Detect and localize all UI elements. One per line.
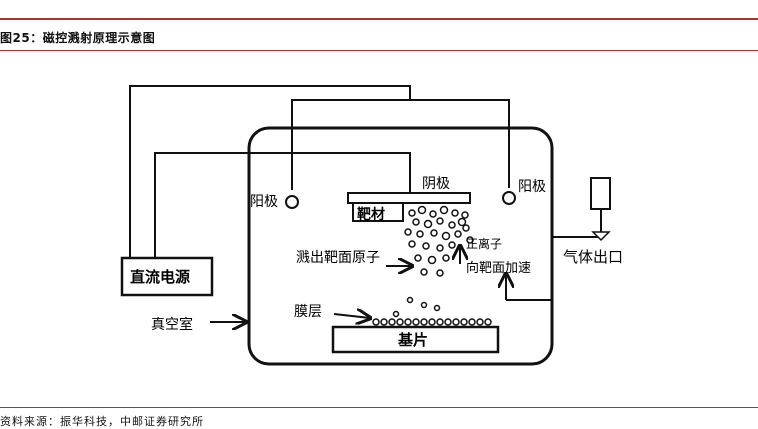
source-note: 资料来源：振华科技，中邮证券研究所 [0, 415, 204, 428]
label-sputtered: 溅出靶面原子 [296, 250, 380, 266]
label-target: 靶材 [357, 206, 385, 223]
top-rule [0, 18, 758, 20]
anode-right-electrode [502, 191, 516, 205]
wire-cathode [154, 152, 411, 258]
wire-anode-right [129, 85, 510, 258]
label-vacuum: 真空室 [151, 316, 193, 333]
label-anode-left: 阳极 [250, 194, 278, 210]
label-gas-outlet: 气体出口 [563, 248, 623, 266]
label-positive-ions: 正离子 [466, 236, 502, 251]
anode-left-electrode [285, 195, 299, 209]
label-anode-right: 阳极 [518, 179, 546, 195]
label-power: 直流电源 [130, 268, 190, 286]
footer-rule [0, 407, 758, 408]
film-layer-particles [372, 318, 492, 326]
label-film-layer: 膜层 [294, 304, 322, 320]
cathode-plate [347, 192, 471, 204]
figure-title: 图25：磁控溅射原理示意图 [0, 31, 156, 45]
label-ion-accel: 向靶面加速 [466, 260, 531, 276]
gas-outlet-canister [590, 177, 611, 210]
substrate-block [331, 325, 500, 354]
title-rule [0, 50, 758, 51]
wire-anode-left [291, 99, 410, 190]
label-cathode: 阴极 [422, 176, 450, 192]
target-plate [352, 202, 404, 222]
vacuum-chamber-outline [247, 126, 554, 366]
particle-cloud [392, 205, 474, 318]
film-arrow [333, 314, 370, 318]
power-supply-box [120, 256, 214, 297]
valve-icon [591, 231, 611, 242]
label-substrate: 基片 [397, 331, 428, 349]
